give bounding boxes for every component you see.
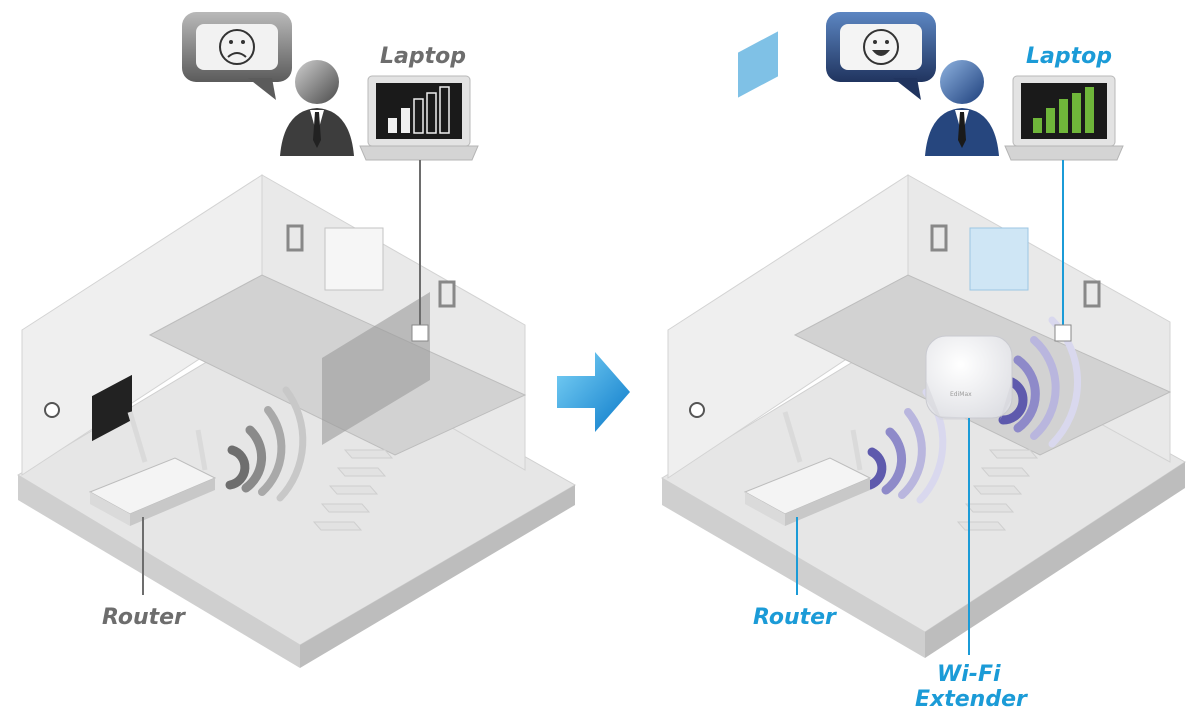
before-laptop-label: Laptop <box>380 44 466 69</box>
before-stairs <box>312 449 394 531</box>
before-router-label: Router <box>102 605 186 630</box>
wifi-extender-brand: EdiMax <box>950 391 972 398</box>
before-room-base-front-left <box>18 475 300 668</box>
after-room-base-front-right <box>925 462 1185 658</box>
after-extender-label-line2: Extender <box>915 687 1028 712</box>
after-laptop-icon <box>1004 75 1124 161</box>
before-picture-frame <box>286 224 304 252</box>
before-speech-bubble <box>182 12 292 100</box>
after-extender-label-line1: Wi-Fi <box>937 662 1001 687</box>
after-room-base-front-left <box>662 478 925 658</box>
after-desk-monitor <box>1054 324 1072 342</box>
after-tv <box>738 31 778 98</box>
after-laptop-label: Laptop <box>1026 44 1112 69</box>
right-arrow-icon <box>557 352 630 432</box>
before-signal-waves <box>225 386 307 502</box>
after-router-icon <box>743 411 872 526</box>
sad-face-icon <box>219 29 255 65</box>
after-person-icon <box>925 60 999 156</box>
after-window <box>969 227 1029 291</box>
before-wall-clock <box>44 402 60 418</box>
wifi-extender-icon: EdiMax <box>925 335 1013 420</box>
before-person-icon <box>280 60 354 156</box>
after-scene: Router EdiMax Wi-Fi Extender <box>661 12 1186 712</box>
after-speech-bubble <box>826 12 936 100</box>
after-router-label: Router <box>753 605 837 630</box>
after-wall-clock <box>689 402 705 418</box>
before-scene: Router <box>17 12 577 668</box>
before-laptop-icon <box>359 75 479 161</box>
before-tv <box>92 374 132 442</box>
before-laptop-signal-bars <box>388 86 450 134</box>
before-desk-monitor <box>411 324 429 342</box>
happy-face-icon <box>863 29 899 65</box>
after-wall-frame <box>1083 280 1101 308</box>
after-laptop-signal-bars <box>1033 87 1094 133</box>
before-room-base-front-right <box>300 485 575 668</box>
before-partition <box>322 292 430 445</box>
after-picture-frame <box>930 224 948 252</box>
before-window <box>324 227 384 291</box>
before-router-icon <box>88 411 217 526</box>
before-wall-frame <box>438 280 456 308</box>
